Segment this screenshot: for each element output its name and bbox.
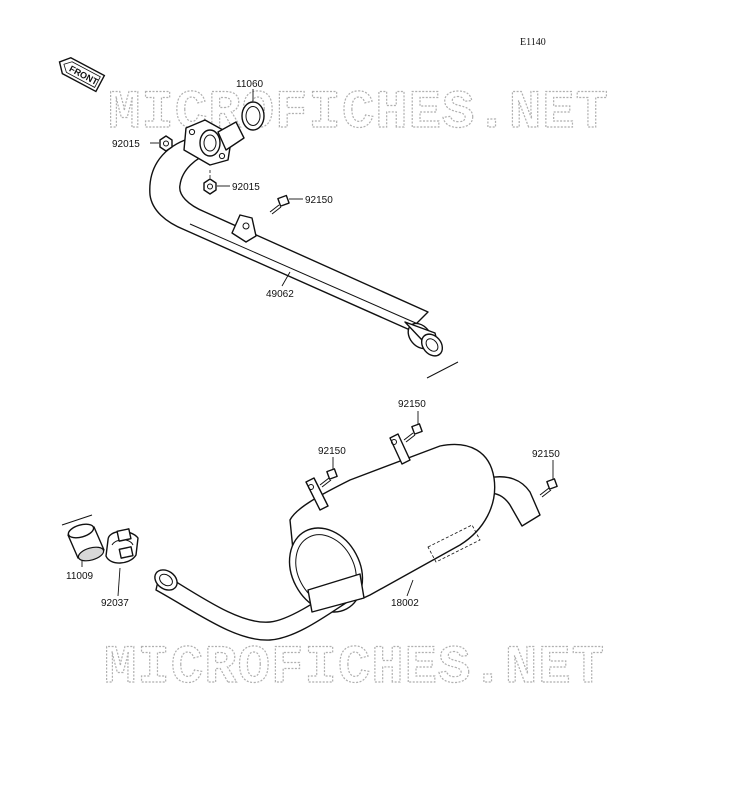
bolt-92150-top: [269, 194, 290, 215]
gasket-11060: [241, 101, 265, 131]
label-92150-mid: 92150: [398, 399, 426, 410]
label-92150-top: 92150: [305, 195, 333, 206]
sleeve-11009: [67, 523, 105, 562]
label-92015-lower: 92015: [232, 182, 260, 193]
reference-code: E1140: [520, 37, 546, 48]
clamp-92037: [105, 528, 139, 564]
label-92037: 92037: [101, 598, 129, 609]
watermark-top: MICROFICHES.NET: [108, 83, 609, 144]
watermark-bottom: MICROFICHES.NET: [104, 638, 605, 699]
bolt-92150-left: [319, 468, 338, 488]
front-direction-arrow: FRONT: [58, 56, 106, 93]
label-92150-left: 92150: [318, 446, 346, 457]
label-49062: 49062: [266, 289, 294, 300]
nut-92015-left: [159, 135, 173, 152]
label-11060: 11060: [236, 79, 264, 90]
label-92015-left: 92015: [112, 139, 140, 150]
label-18002: 18002: [391, 598, 419, 609]
label-92150-right: 92150: [532, 449, 560, 460]
exhaust-pipe-49062: [149, 119, 444, 357]
bolt-92150-mid: [403, 423, 423, 443]
nut-92015-lower: [203, 178, 217, 195]
label-11009: 11009: [66, 571, 94, 582]
bolt-92150-right: [539, 478, 558, 498]
muffler-18002: [154, 433, 541, 641]
